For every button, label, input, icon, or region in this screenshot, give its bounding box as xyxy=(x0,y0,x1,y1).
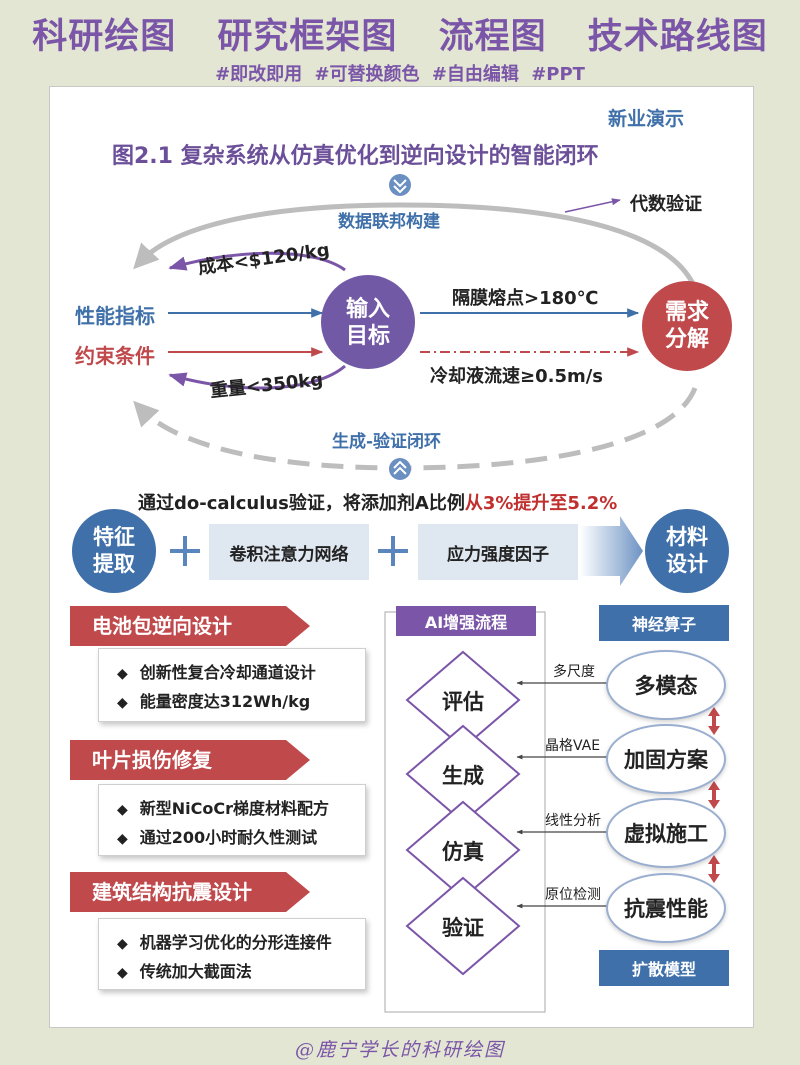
material-node xyxy=(645,509,729,593)
section-battery-header: 电池包逆向设计 xyxy=(70,606,310,646)
chevron-up-icon xyxy=(389,458,411,480)
figure-title: 图2.1 复杂系统从仿真优化到逆向设计的智能闭环 xyxy=(112,144,599,169)
flow-label: 冷却液流速≥0.5m/s xyxy=(430,366,604,387)
input-node xyxy=(321,275,415,369)
right-node: 加固方案 xyxy=(606,724,726,794)
section-battery-item: 创新性复合冷却通道设计 xyxy=(117,659,365,688)
ai-flow-title: AI增强流程 xyxy=(396,606,536,636)
connector-label: 晶格VAE xyxy=(545,738,601,754)
output-node-text: 需求 分解 xyxy=(642,299,732,353)
melt-label: 隔膜熔点>180℃ xyxy=(452,288,599,309)
performance-label: 性能指标 xyxy=(75,304,155,328)
flow-step-label: 生成 xyxy=(442,764,484,788)
header-tags: #即改即用 #可替换颜色 #自由编辑 #PPT xyxy=(0,60,800,86)
section-building-item: 机器学习优化的分形连接件 xyxy=(117,929,365,958)
footer-credit: @鹿宁学长的科研绘图 xyxy=(294,1039,505,1061)
flow-step-label: 验证 xyxy=(442,916,484,940)
section-blade-header: 叶片损伤修复 xyxy=(70,740,310,780)
section-blade-box: 新型NiCoCr梯度材料配方 通过200小时耐久性测试 xyxy=(98,784,366,856)
neural-operator-tag: 神经算子 xyxy=(599,605,729,641)
input-node-text: 输入 目标 xyxy=(321,296,415,350)
right-node: 抗震性能 xyxy=(606,873,726,943)
header-tag-1: #即改即用 xyxy=(215,64,303,85)
section-building-item: 传统加大截面法 xyxy=(117,958,365,987)
header-tag-3: #自由编辑 xyxy=(431,64,519,85)
stress-factor-box: 应力强度因子 xyxy=(418,524,578,580)
arrow-right-icon xyxy=(580,516,643,586)
causal-line: 通过do-calculus验证，将添加剂A比例从3%提升至5.2% xyxy=(138,489,617,515)
right-node: 虚拟施工 xyxy=(606,798,726,868)
right-node: 多模态 xyxy=(606,650,726,720)
loop-arc-top xyxy=(133,202,698,289)
top-loop-label: 数据联邦构建 xyxy=(338,212,440,232)
feature-node-line2: 提取 xyxy=(93,552,135,576)
corner-label: 新业演示 xyxy=(608,108,685,130)
algebra-arrow xyxy=(564,198,621,213)
connector-label: 原位检测 xyxy=(545,887,601,903)
cost-arc xyxy=(168,251,346,272)
section-battery-box: 创新性复合冷却通道设计 能量密度达312Wh/kg xyxy=(98,648,366,722)
connector-label: 线性分析 xyxy=(545,813,601,829)
header-title-2: 研究框架图 xyxy=(217,17,398,57)
plus-icon xyxy=(170,536,200,566)
feature-node xyxy=(72,509,156,593)
material-node-line1: 材料 xyxy=(666,525,708,549)
weight-arc xyxy=(168,364,346,390)
material-node-text: 材料 设计 xyxy=(645,524,729,578)
algebra-label: 代数验证 xyxy=(630,194,702,215)
header-title-3: 流程图 xyxy=(438,17,547,57)
header-titles: 科研绘图 研究框架图 流程图 技术路线图 xyxy=(0,8,800,59)
output-node-line2: 分解 xyxy=(664,327,709,352)
output-node xyxy=(642,281,732,371)
section-building-header: 建筑结构抗震设计 xyxy=(70,872,310,912)
header-title-4: 技术路线图 xyxy=(587,17,768,57)
feature-node-text: 特征 提取 xyxy=(72,524,156,578)
feature-node-line1: 特征 xyxy=(93,525,135,549)
section-battery-item: 能量密度达312Wh/kg xyxy=(117,688,365,717)
bottom-loop-label: 生成-验证闭环 xyxy=(332,432,442,452)
input-node-line1: 输入 xyxy=(345,297,390,322)
conv-attention-box: 卷积注意力网络 xyxy=(209,524,369,580)
material-node-line2: 设计 xyxy=(666,552,708,576)
chevron-down-icon xyxy=(389,174,411,196)
constraint-label: 约束条件 xyxy=(75,344,155,368)
double-arrow-icon xyxy=(708,707,720,735)
diffusion-model-tag: 扩散模型 xyxy=(599,950,729,986)
header-tag-2: #可替换颜色 xyxy=(314,64,420,85)
output-node-line1: 需求 xyxy=(664,300,709,325)
causal-highlight: 从3%提升至5.2% xyxy=(464,493,618,514)
header-tag-4: #PPT xyxy=(531,64,585,85)
flow-step-label: 仿真 xyxy=(442,840,484,864)
section-blade-item: 通过200小时耐久性测试 xyxy=(117,824,365,853)
input-node-line2: 目标 xyxy=(345,324,390,349)
flow-step-label: 评估 xyxy=(442,690,484,714)
causal-prefix: 通过do-calculus验证，将添加剂A比例 xyxy=(138,493,465,514)
section-building-box: 机器学习优化的分形连接件 传统加大截面法 xyxy=(98,918,366,990)
header-title-1: 科研绘图 xyxy=(32,17,177,57)
plus-icon xyxy=(378,536,408,566)
section-blade-item: 新型NiCoCr梯度材料配方 xyxy=(117,795,365,824)
flow-step-diamond xyxy=(405,876,521,976)
connector-label: 多尺度 xyxy=(553,664,595,680)
double-arrow-icon xyxy=(708,855,720,883)
double-arrow-icon xyxy=(708,781,720,809)
